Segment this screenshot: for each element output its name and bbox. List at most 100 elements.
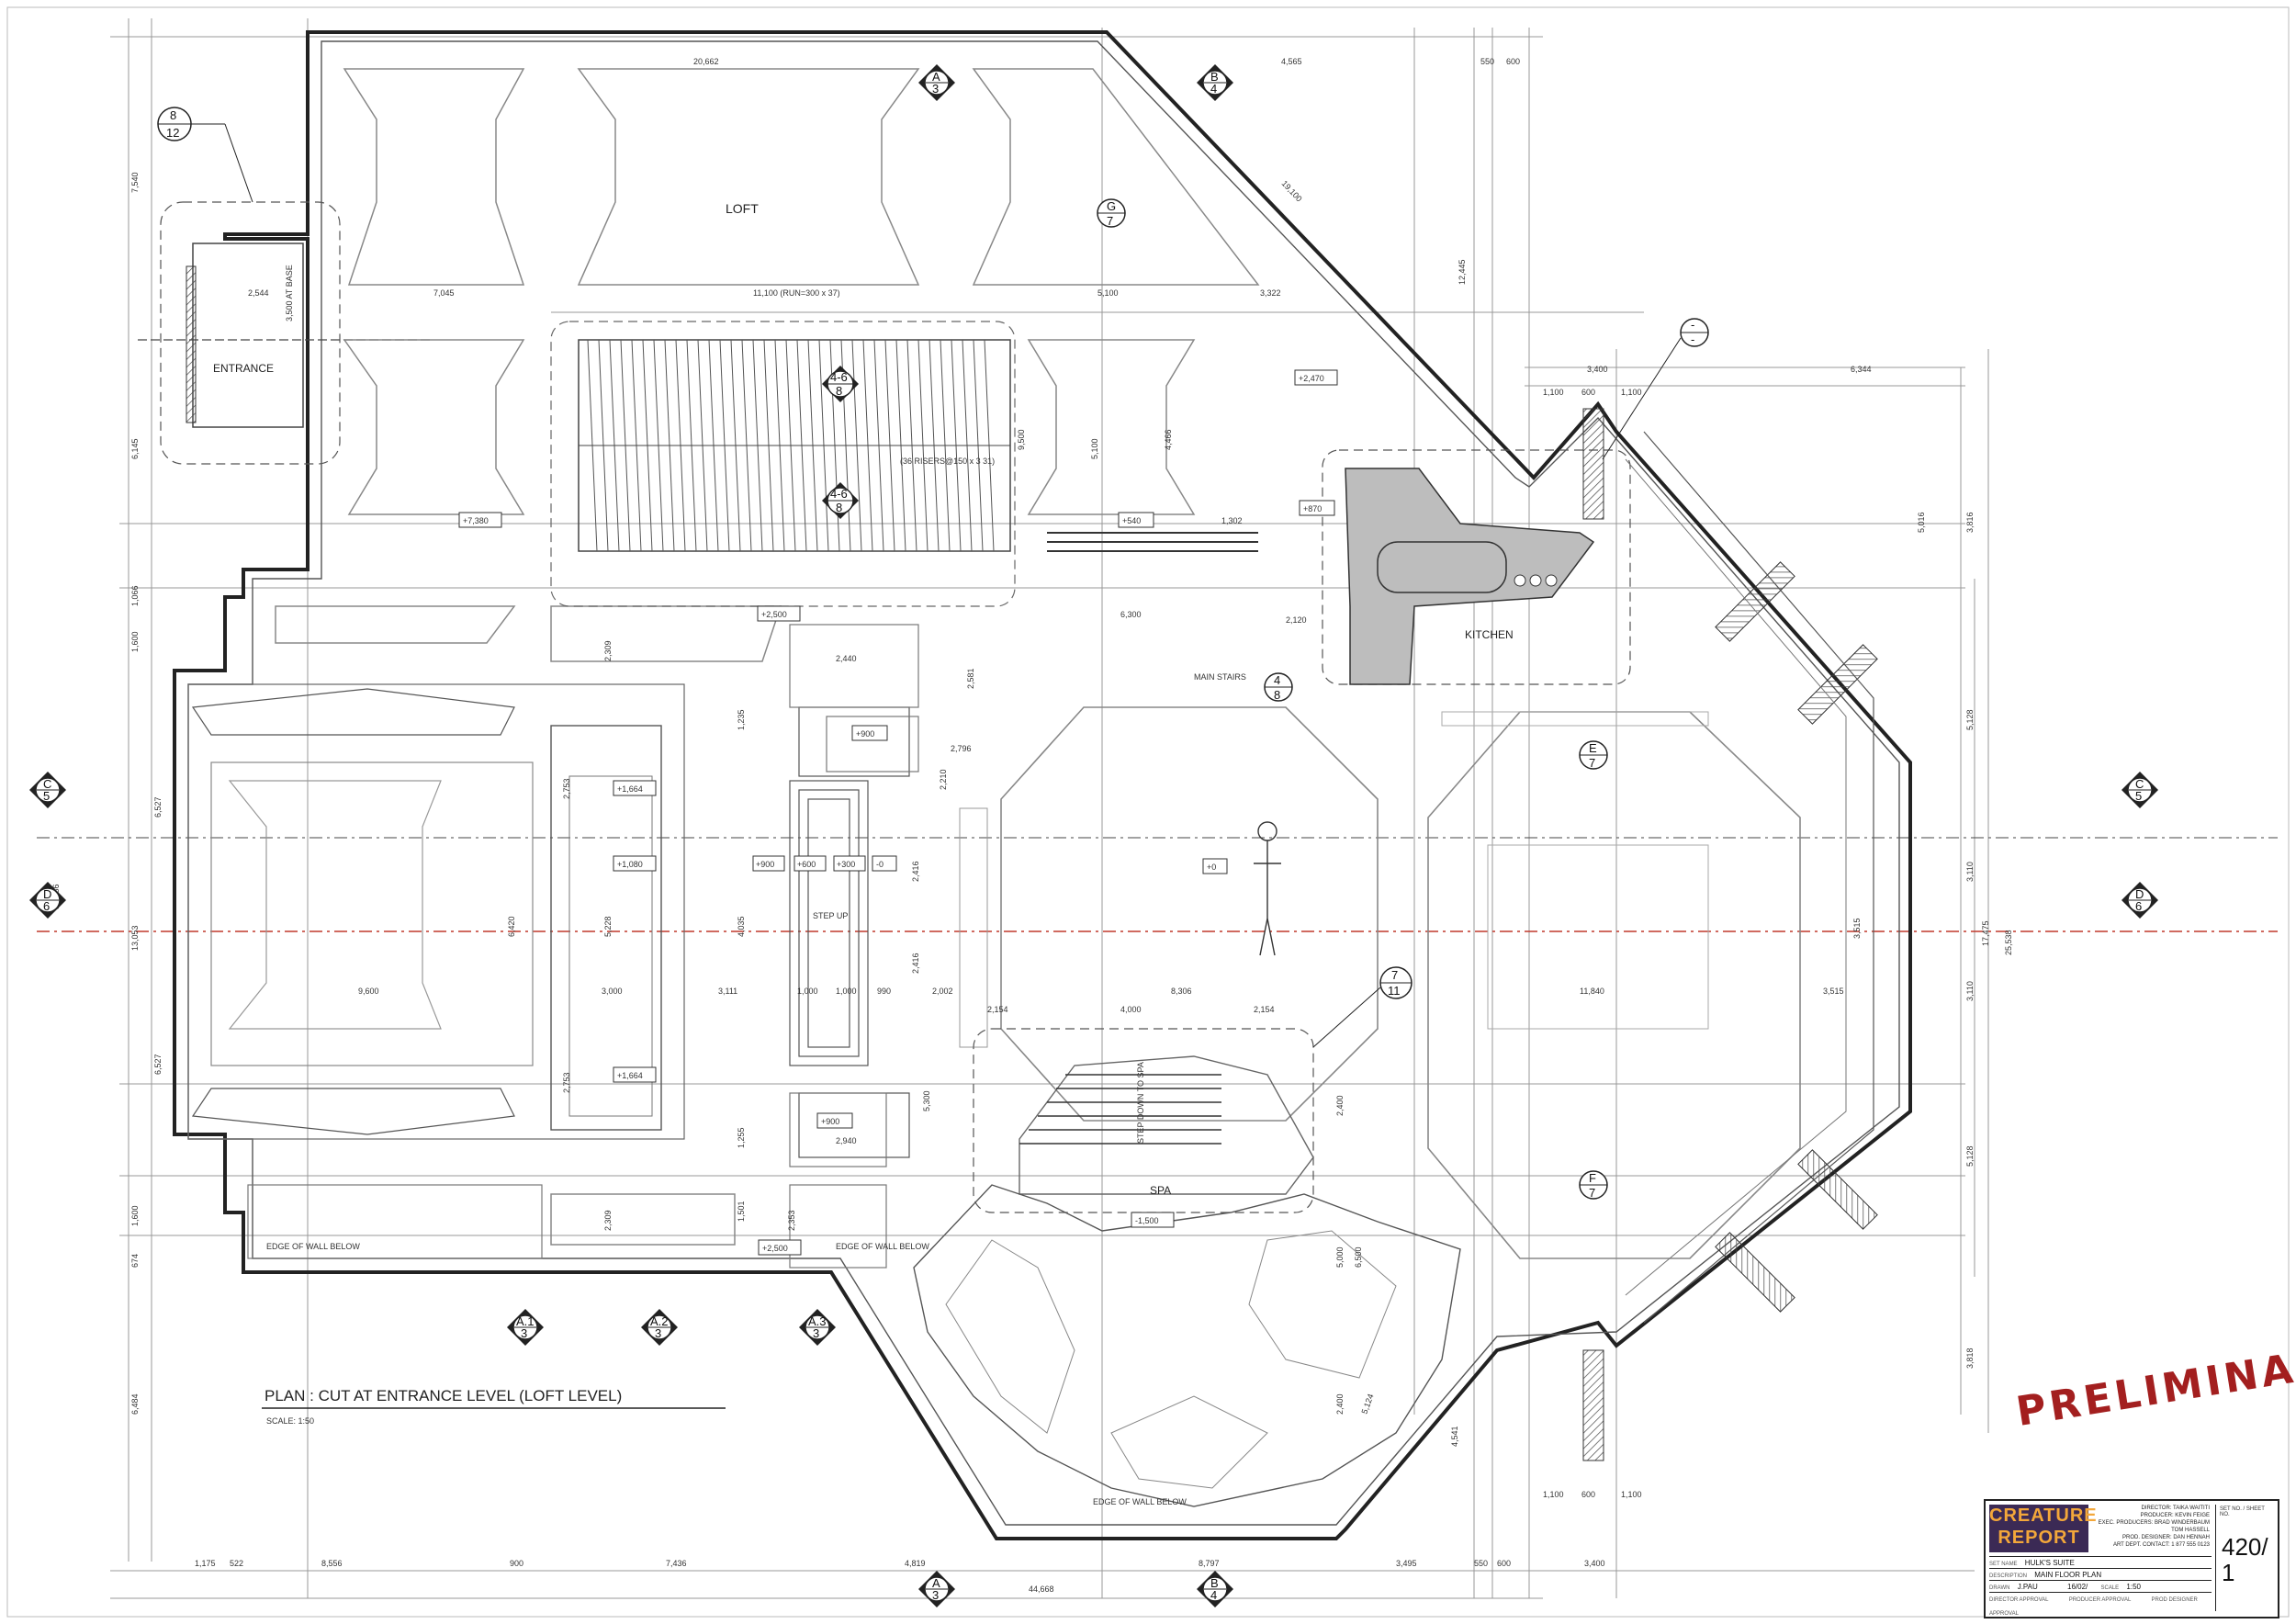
dimension-label: 12,445	[1458, 259, 1467, 285]
loft-panels	[275, 68, 1260, 1246]
marker-text: 4-6	[830, 370, 848, 384]
label-edge-wall-1: EDGE OF WALL BELOW	[266, 1242, 360, 1251]
dimension-label: 4,565	[1281, 57, 1302, 66]
marker-text: 3	[813, 1326, 819, 1340]
credit-line: PRODUCER: KEVIN FEIGE	[2140, 1513, 2210, 1518]
section-marker-left-d: D 6	[29, 882, 66, 919]
set-name-label: SET NAME	[1989, 1562, 2018, 1567]
producer-approval-label: PRODUCER APPROVAL	[2068, 1597, 2132, 1603]
dimension-label: 990	[877, 987, 891, 996]
marker-text: 4	[1210, 82, 1217, 96]
detail-marker-g7: G 7	[1097, 198, 1126, 228]
sheet-label: SET NO. / SHEET NO.	[2220, 1506, 2265, 1517]
dimension-label: 9,500	[1017, 429, 1026, 450]
dimension-label: 8,556	[321, 1559, 343, 1568]
dimension-label: 4,541	[1450, 1426, 1459, 1447]
marker-text: 7	[1589, 1186, 1595, 1200]
level-tag: +0	[1207, 863, 1216, 872]
dimension-label: 2,753	[562, 1072, 571, 1093]
dimension-label: 5,128	[1965, 1145, 1975, 1167]
label-edge-wall-2: EDGE OF WALL BELOW	[836, 1242, 929, 1251]
top-dimensions: 20,662 4,565 550 600 11,100 (RUN=300 x 3…	[248, 57, 1872, 397]
section-marker-top-a: A 3	[918, 64, 955, 101]
dimension-label: 3,515	[1852, 918, 1862, 939]
dimension-label: 550	[1474, 1559, 1488, 1568]
dimension-label: 2,416	[911, 861, 920, 882]
dimension-label: 2,544	[248, 288, 269, 298]
dimension-label: 3,400	[1587, 365, 1608, 374]
level-tag: +2,500	[761, 610, 787, 619]
credit-line: DIRECTOR: TAIKA WAITITI	[2141, 1506, 2210, 1511]
dimension-label: 3,400	[1584, 1559, 1605, 1568]
sheet-number-box: SET NO. / SHEET NO. 420/ 1	[2215, 1505, 2275, 1611]
label-loft: LOFT	[726, 201, 759, 216]
dimension-label: 1,600	[130, 1205, 140, 1226]
dimension-label: 600	[1497, 1559, 1511, 1568]
marker-text: A	[932, 70, 940, 84]
dimension-label: 1,501	[737, 1201, 746, 1222]
credits: DIRECTOR: TAIKA WAITITI PRODUCER: KEVIN …	[2092, 1505, 2210, 1552]
marker-text: 3	[521, 1326, 527, 1340]
level-tag: +870	[1303, 504, 1322, 513]
right-dimensions: 3,816 5,128 3,110 3,110 5,128 3,818 17,4…	[1965, 512, 2013, 1369]
marker-text: C	[2135, 777, 2144, 791]
dimension-label: 5,100	[1097, 288, 1119, 298]
dimension-label: 1,100	[1543, 388, 1564, 397]
detail-marker-7-11: 7 11	[1312, 966, 1412, 1048]
marker-text: 7	[1589, 756, 1595, 770]
dimension-label: 11,840	[1580, 987, 1604, 996]
dimension-label: 2,120	[1286, 615, 1307, 625]
dimension-label: 8,306	[1171, 987, 1192, 996]
level-tag: +1,664	[617, 1071, 643, 1080]
dimension-label: 3,515	[1823, 987, 1844, 996]
marker-text: A	[932, 1576, 940, 1590]
dimension-label: 674	[130, 1254, 140, 1268]
marker-text: 11	[1388, 984, 1401, 998]
marker-text: 7	[1107, 214, 1113, 228]
dimension-label: 6,300	[1120, 610, 1142, 619]
marker-text: A.3	[808, 1314, 827, 1328]
level-tag: +1,080	[617, 860, 643, 869]
level-tag: +2,470	[1299, 374, 1324, 383]
marker-text: 3	[932, 1588, 939, 1602]
marker-text: -	[1691, 318, 1694, 332]
plan-scale: SCALE: 1:50	[266, 1416, 314, 1426]
marker-text: A.1	[516, 1314, 535, 1328]
section-marker-left-c: C 5	[29, 772, 66, 808]
section-marker-right-c: C 5	[2122, 772, 2158, 808]
dimension-label: 3,111	[718, 987, 737, 996]
marker-text: 8	[1274, 688, 1280, 702]
director-approval-label: DIRECTOR APPROVAL	[1989, 1597, 2049, 1603]
detail-marker-f7: F 7	[1579, 1170, 1608, 1200]
detail-marker-main-stairs: 4 8	[1264, 672, 1293, 702]
marker-text: 3	[932, 82, 939, 96]
dimension-label: 3,110	[1965, 981, 1975, 1001]
dimension-label: 25,538	[2004, 930, 2013, 955]
section-marker-top-b: B 4	[1197, 64, 1233, 101]
description-label: DESCRIPTION	[1989, 1573, 2028, 1579]
studio-logo: CREATURE REPORT	[1989, 1505, 2097, 1552]
entrance-area	[138, 201, 432, 465]
approval-row: DIRECTOR APPROVAL PRODUCER APPROVAL PROD…	[1989, 1592, 2212, 1617]
scale-value: 1:50	[2126, 1583, 2141, 1591]
dimension-label: 9,600	[358, 987, 379, 996]
dimension-label: 5,000	[1335, 1246, 1345, 1268]
level-tag: +1,664	[617, 784, 643, 794]
dimension-label: 2,400	[1335, 1393, 1345, 1415]
dimension-label: 2,353	[787, 1210, 796, 1231]
label-step-up: STEP UP	[813, 911, 848, 920]
credit-line: EXEC. PRODUCERS: BRAD WINDERBAUM	[2098, 1520, 2210, 1526]
plan-title: PLAN : CUT AT ENTRANCE LEVEL (LOFT LEVEL…	[264, 1387, 622, 1404]
label-riser-note: (36 RISERS@150 x 3 31)	[900, 457, 995, 466]
dimension-label: 2,309	[603, 640, 613, 661]
level-tags: +7,380 +2,470 +540 +870 +2,500 +900 +1,6…	[458, 369, 1338, 1256]
dimension-label: 2,440	[836, 654, 857, 663]
dimension-label: 6,527	[153, 1054, 163, 1075]
dimension-label: 600	[1581, 1490, 1595, 1499]
section-marker-bottom-b: B 4	[1197, 1571, 1233, 1607]
level-tag: -0	[876, 860, 884, 869]
label-entrance-note: 3,500 AT BASE	[285, 265, 294, 321]
section-markers: A 3 B 4 C 5 D 6 C 5	[29, 64, 2158, 1607]
drawn-label: DRAWN	[1989, 1585, 2010, 1591]
marker-text: D	[2135, 887, 2144, 901]
